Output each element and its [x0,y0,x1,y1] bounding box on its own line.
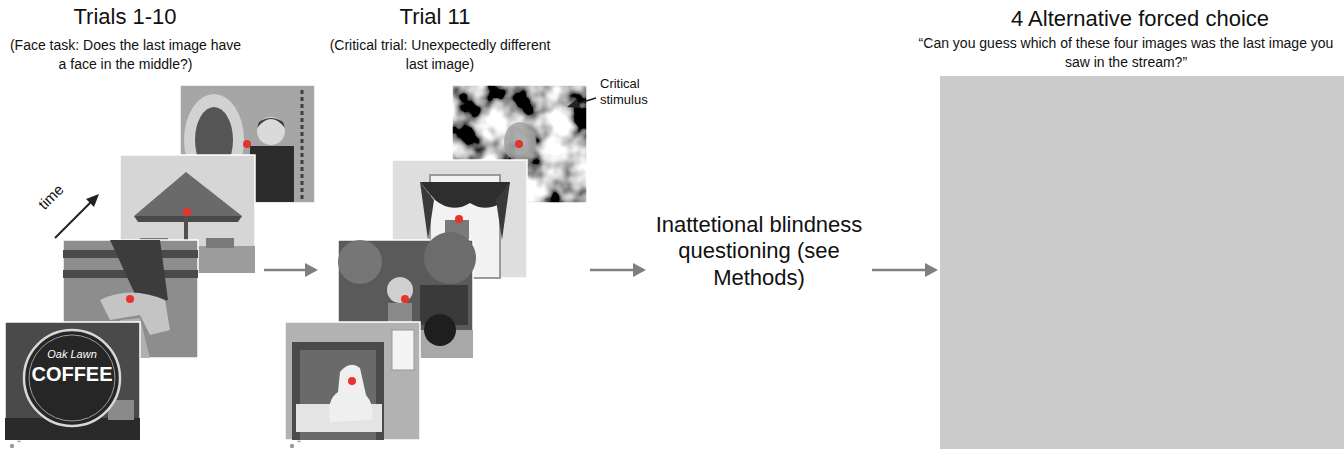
photo-child-slide-part [301,90,304,200]
panel-subtitle: (Critical trial: Unexpectedly different … [320,36,560,74]
photo-child-slide-part [257,117,285,145]
time-arrow-part [86,194,99,207]
photo-child-slide-part [250,146,294,202]
arrow-shaft [872,269,927,272]
panel-heading: Trial 11 [320,4,550,30]
flow-arrow [264,263,318,277]
photo-coffee-shop-part [5,322,140,440]
callout-arrow-part [576,98,596,104]
photo-umbrella-part [134,172,242,216]
critical-stimulus-image-part [515,140,523,148]
photo-umbrella-part [183,208,191,216]
panel-heading: Trials 1-10 [0,4,250,30]
photo-dog-bed [285,322,420,440]
flow-arrow [590,263,646,277]
panel-heading: 4 Alternative forced choice [940,6,1340,32]
sign-text: COFFEE [22,362,122,386]
questioning-step: Inattetional blindness questioning (see … [648,206,870,298]
axis-label: time [28,174,73,219]
photo-curtain-room-part [420,182,510,208]
photo-dog-bed-part [329,365,373,422]
sign-text: Oak Lawn [32,348,112,361]
photo-tractor-part [387,277,413,303]
callout-arrow [567,98,596,108]
flow-arrow [872,263,938,277]
photo-dog-bed-part [292,342,384,440]
time-arrow-part [55,201,92,238]
continuation-dots-part [10,444,14,448]
photo-curtain-room-part [496,182,510,240]
photo-dog-bed-part [285,322,420,440]
continuation-dots-part [290,444,294,448]
arrow-head [633,263,646,277]
arrow-head [305,263,318,277]
arrow-shaft [590,269,635,272]
arrow-head [925,263,938,277]
arrow-shaft [264,269,307,272]
time-arrow [55,194,99,238]
photo-curtain-room-part [420,182,434,240]
photo-tractor-part [338,240,382,284]
process-text: Inattetional blindness questioning (see … [654,212,864,291]
photo-umbrella-part [206,238,234,248]
callout-arrow-part [567,99,580,108]
forced-choice-panel: 4 Alternative forced choice“Can you gues… [940,76,1344,449]
photo-seated-person-part [126,295,134,303]
photo-child-slide-part [243,140,251,148]
photo-curtain-room-part [455,215,463,223]
photo-tractor-part [401,295,409,303]
photo-dog-bed-part [348,377,356,385]
critical-stimulus-image-part [504,122,536,162]
photo-tractor-part [424,314,456,346]
panel-subtitle: (Face task: Does the last image have a f… [8,36,243,74]
photo-tractor-part [424,232,476,284]
callout-label: Critical stimulus [600,76,672,107]
critical-trial-panel: Trial 11 (Critical trial: Unexpectedly di… [320,0,588,449]
photo-dog-bed-part [392,330,414,370]
panel-prompt: “Can you guess which of these four image… [912,34,1340,72]
photo-coffee-shop [5,322,140,440]
photo-child-slide-part [257,118,285,128]
